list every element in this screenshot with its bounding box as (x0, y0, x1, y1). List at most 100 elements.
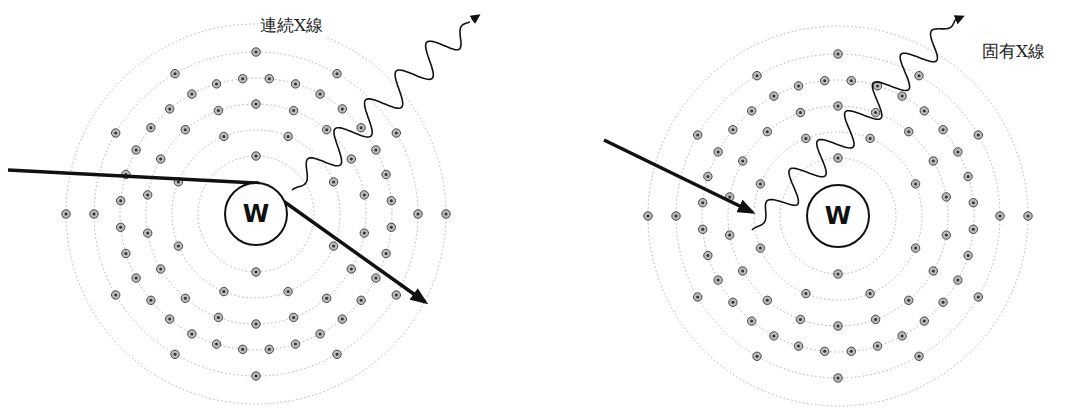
electron (214, 313, 222, 321)
electron-core (759, 182, 762, 185)
electron (753, 72, 761, 80)
electron (90, 210, 98, 218)
electron-core (159, 268, 162, 271)
electron (239, 75, 247, 83)
electron (748, 317, 756, 325)
electron (920, 317, 928, 325)
electron (834, 50, 842, 58)
electron (181, 294, 189, 302)
electron-core (287, 135, 290, 138)
electron (873, 342, 881, 350)
electron-core (956, 150, 959, 153)
electron (122, 249, 130, 257)
electron-core (967, 254, 970, 257)
electron-core (222, 290, 225, 293)
electron-core (184, 128, 187, 131)
electron-core (119, 226, 122, 229)
electron-core (332, 180, 335, 183)
electron-core (977, 296, 980, 299)
electron-core (268, 348, 271, 351)
electron (866, 289, 874, 297)
electron (954, 276, 962, 284)
electron-core (390, 199, 393, 202)
electron (834, 102, 842, 110)
electron (132, 146, 140, 154)
electron (1024, 212, 1032, 220)
electron-core (325, 297, 328, 300)
electron (756, 180, 764, 188)
electron-core (385, 173, 388, 176)
electron-core (319, 93, 322, 96)
electron (794, 82, 802, 90)
electron (252, 320, 260, 328)
electron (821, 77, 829, 85)
electron-shell (198, 156, 314, 272)
electron (212, 340, 220, 348)
electron (387, 223, 395, 231)
electron-core (972, 201, 975, 204)
electron (414, 210, 422, 218)
electron (357, 124, 365, 132)
electron (763, 296, 771, 304)
electron-core (837, 157, 840, 160)
electron (911, 180, 919, 188)
electron-core (914, 247, 917, 250)
electron-core (241, 77, 244, 80)
electron-core (292, 316, 295, 319)
electron-core (918, 355, 921, 358)
electron-core (804, 137, 807, 140)
electron-core (756, 355, 759, 358)
electron (964, 251, 972, 259)
electron-core (363, 232, 366, 235)
electron (265, 345, 273, 353)
x-ray-label: 連続X線 (258, 14, 325, 37)
electron (847, 347, 855, 355)
electron-core (360, 299, 363, 302)
electron-shell (780, 158, 896, 274)
electron-core (675, 215, 678, 218)
electron-core (945, 195, 948, 198)
electron (905, 296, 913, 304)
electron-core (119, 199, 122, 202)
electron (112, 291, 120, 299)
electron (265, 75, 273, 83)
electron-core (336, 72, 339, 75)
electron (166, 105, 174, 113)
electron (802, 289, 810, 297)
electron-core (217, 109, 220, 112)
x-ray-arrow (955, 17, 962, 20)
electron (939, 126, 947, 134)
electron-core (417, 213, 420, 216)
electron-core (799, 318, 802, 321)
electron (329, 178, 337, 186)
electron-core (325, 128, 328, 131)
electron (392, 129, 400, 137)
electron-core (146, 232, 149, 235)
electron-core (741, 160, 744, 163)
electron (171, 350, 179, 358)
electron-core (177, 245, 180, 248)
electron-core (942, 128, 945, 131)
electron (144, 229, 152, 237)
electron (834, 374, 842, 382)
electron-core (332, 245, 335, 248)
electron (347, 155, 355, 163)
electron (284, 132, 292, 140)
electron-core (159, 158, 162, 161)
electron (220, 287, 228, 295)
electron-core (190, 93, 193, 96)
electron (915, 72, 923, 80)
electron-core (804, 292, 807, 295)
electron-shell (702, 80, 974, 352)
electron-core (837, 53, 840, 56)
electron-core (731, 301, 734, 304)
electron (898, 332, 906, 340)
electron (360, 229, 368, 237)
electron-core (750, 109, 753, 112)
electron-core (268, 77, 271, 80)
electron-core (967, 175, 970, 178)
electron (974, 293, 982, 301)
electron (866, 134, 874, 142)
electron-shell (728, 106, 948, 326)
electron (770, 332, 778, 340)
